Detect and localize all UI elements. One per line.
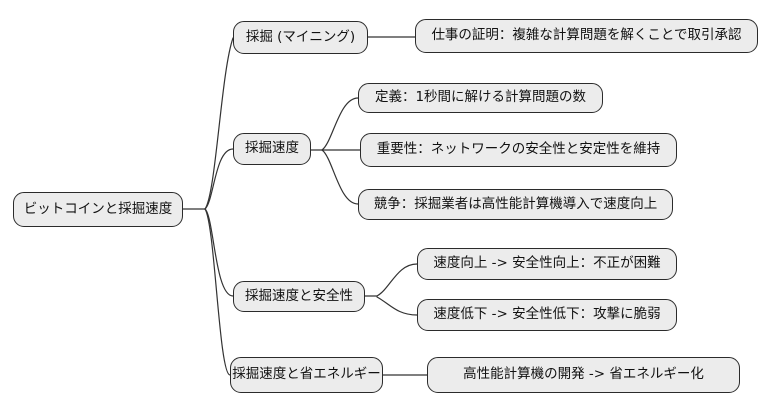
node-speed-down: 速度低下 -> 安全性低下：攻撃に脆弱	[417, 299, 677, 331]
node-hpc-development: 高性能計算機の開発 -> 省エネルギー化	[427, 357, 740, 393]
edge-security-to-speedup	[376, 263, 418, 297]
edge-root-to-mining	[204, 37, 234, 210]
edge-speed-to-definition	[321, 97, 359, 151]
node-proof-of-work: 仕事の証明：複雑な計算問題を解くことで取引承認	[415, 19, 758, 53]
node-speed-and-energy: 採掘速度と省エネルギー	[230, 357, 383, 393]
node-definition: 定義：1秒間に解ける計算問題の数	[358, 83, 603, 113]
node-mining-speed: 採掘速度	[233, 133, 311, 165]
edge-root-to-energy	[204, 208, 231, 376]
node-mining: 採掘 (マイニング)	[233, 21, 368, 54]
node-root: ビットコインと採掘速度	[13, 192, 183, 227]
node-importance: 重要性：ネットワークの安全性と安定性を維持	[360, 133, 677, 167]
edge-security-to-speeddown	[376, 296, 418, 316]
edge-root-to-security	[204, 208, 234, 297]
node-competition: 競争：採掘業者は高性能計算機導入で速度向上	[358, 189, 673, 220]
node-speed-and-security: 採掘速度と安全性	[233, 281, 365, 312]
edge-speed-to-competition	[321, 149, 359, 205]
edge-root-to-speed	[204, 148, 234, 210]
node-speed-up: 速度向上 -> 安全性向上：不正が困難	[417, 248, 677, 280]
